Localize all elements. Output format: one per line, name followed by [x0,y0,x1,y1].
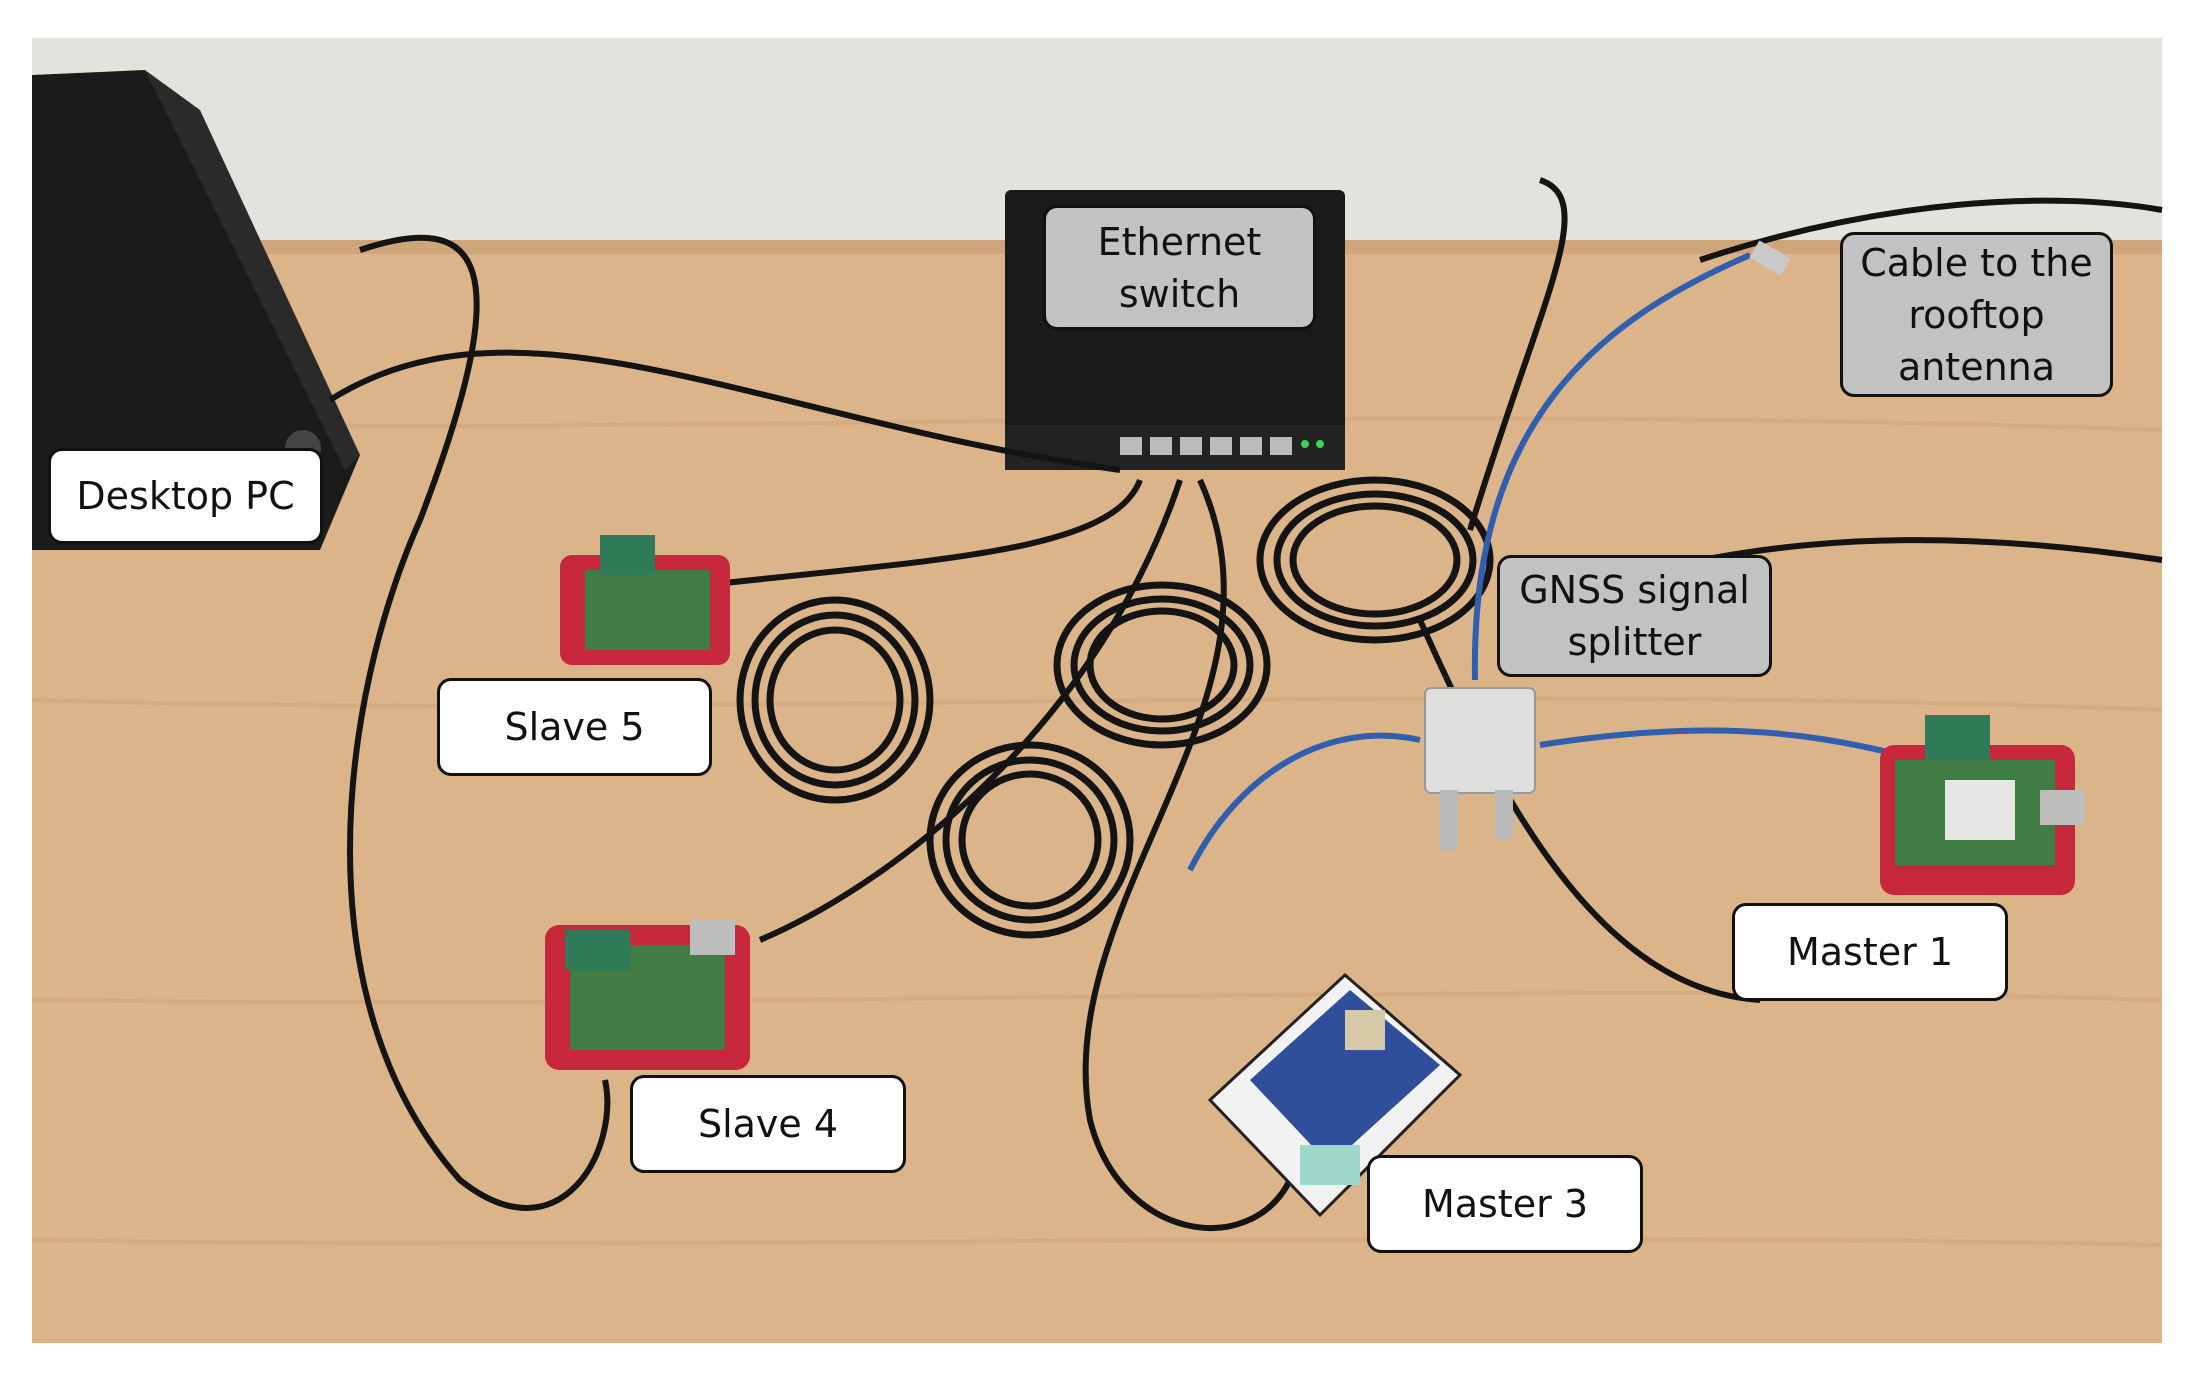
label-slave5: Slave 5 [437,678,712,776]
label-cable-rooftop-line3: antenna [1897,344,2056,389]
master3-device [1207,972,1463,1218]
label-ethernet-switch: Ethernet switch [1043,205,1316,330]
label-master1-text: Master 1 [1786,930,1954,974]
label-master3-text: Master 3 [1421,1182,1589,1226]
label-slave4: Slave 4 [630,1075,906,1173]
label-gnss-splitter-line1: GNSS signal [1519,568,1750,612]
label-desktop-pc: Desktop PC [48,448,323,544]
label-ethernet-switch-line2: switch [1118,271,1241,316]
slave4-device [545,920,750,1070]
label-cable-rooftop-line1: Cable to the [1860,240,2093,285]
label-ethernet-switch-line1: Ethernet [1097,219,1262,264]
label-gnss-splitter: GNSS signal splitter [1497,555,1772,677]
label-slave5-text: Slave 5 [504,705,645,749]
label-cable-rooftop-line2: rooftop [1908,292,2045,337]
label-master1: Master 1 [1732,903,2008,1001]
label-slave4-text: Slave 4 [697,1102,839,1146]
cables [328,177,2163,1231]
slave5-device [560,535,730,665]
label-gnss-splitter-line2: splitter [1567,620,1702,664]
gnss-splitter-device [1424,687,1536,850]
coax-cables [1187,252,1901,872]
cable-coils [736,476,1494,939]
label-master3: Master 3 [1367,1155,1643,1253]
label-cable-rooftop: Cable to the rooftop antenna [1840,232,2113,397]
label-desktop-pc-text: Desktop PC [76,474,295,518]
master1-device [1880,715,2085,895]
